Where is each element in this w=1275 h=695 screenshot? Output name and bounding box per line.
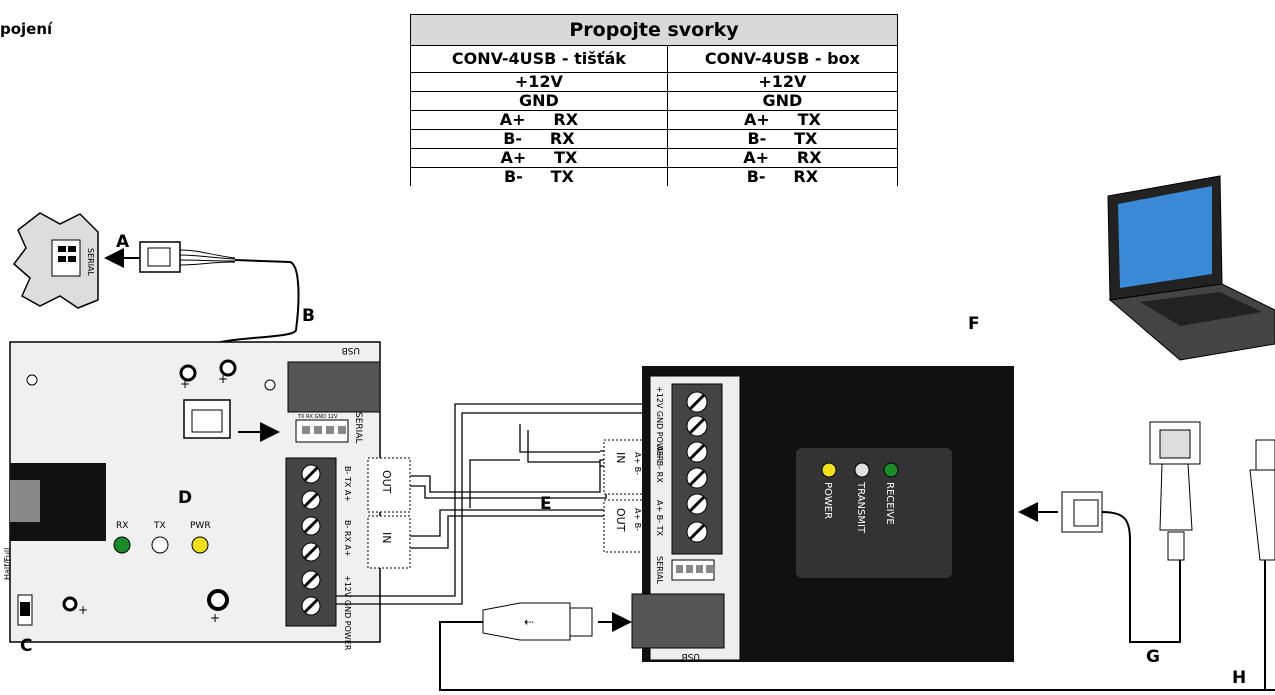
label-d: D bbox=[178, 488, 193, 508]
board-term-tx: B- TX A+ bbox=[343, 466, 352, 502]
board-pin-row: TX RX GND 12V bbox=[297, 414, 338, 420]
board-in-label: IN bbox=[380, 532, 393, 543]
serial-plug-icon bbox=[139, 241, 236, 273]
board-usb-label: USB bbox=[342, 345, 360, 355]
led-tx-label: TX bbox=[153, 521, 166, 531]
table-cell: A+ TX bbox=[410, 148, 668, 168]
label-h: H bbox=[1232, 668, 1247, 688]
label-c: C bbox=[20, 636, 33, 656]
board-rs485-blocks: OUT IN bbox=[367, 457, 411, 569]
section-heading: pojení bbox=[0, 20, 53, 38]
table-cell: A+ TX bbox=[666, 110, 899, 130]
laptop-icon bbox=[1107, 175, 1275, 361]
box-led-power-icon bbox=[821, 462, 837, 478]
box-led-receive-icon bbox=[883, 462, 899, 478]
svg-text:+: + bbox=[180, 377, 190, 391]
box-led-transmit-icon bbox=[854, 462, 870, 478]
usb-plug-h-icon bbox=[1249, 439, 1275, 690]
terminal-table: Propojte svorky CONV-4USB - tišťák CONV-… bbox=[410, 14, 899, 186]
mid-in-ab: A+ B- bbox=[633, 452, 642, 475]
led-tx-icon bbox=[151, 536, 169, 554]
box-receive-label: RECEIVE bbox=[884, 482, 895, 525]
jumper-label: Half/Full bbox=[3, 548, 12, 580]
svg-text:+: + bbox=[218, 372, 228, 386]
table-cell: B- TX bbox=[410, 167, 668, 186]
board-out-label: OUT bbox=[380, 470, 393, 494]
led-pwr-icon bbox=[191, 536, 209, 554]
box-term-power: +12V GND POWER bbox=[655, 386, 664, 462]
rs485-wires bbox=[336, 403, 678, 605]
board-term-rx: B- RX A+ bbox=[343, 520, 352, 557]
mid-in-label: IN bbox=[614, 452, 627, 463]
label-a: A bbox=[116, 232, 130, 252]
label-b: B bbox=[302, 306, 315, 326]
board-term-power: +12V GND POWER bbox=[343, 575, 352, 651]
converter-board: + + + + USB Half/Full SERIAL TX RX GND 1… bbox=[3, 341, 381, 651]
svg-text:+: + bbox=[78, 603, 88, 617]
usb-cable: ⇠ bbox=[439, 602, 1275, 691]
box-term-tx: A+ B- TX bbox=[655, 500, 664, 537]
box-serial-label: SERIAL bbox=[655, 556, 664, 585]
label-g: G bbox=[1146, 647, 1160, 667]
device-connector-icon: SERIAL bbox=[12, 212, 99, 309]
box-usb-label: USB bbox=[682, 651, 700, 661]
table-row: +12V+12V bbox=[410, 72, 899, 92]
box-power-label: POWER bbox=[822, 482, 833, 519]
table-cell: A+ RX bbox=[666, 148, 899, 168]
label-e: E bbox=[540, 494, 552, 514]
device-serial-label: SERIAL bbox=[86, 248, 95, 277]
box-term-rx: A+ B- RX bbox=[655, 446, 664, 483]
mid-out-label: OUT bbox=[614, 508, 627, 532]
usb-symbol-icon: ⇠ bbox=[524, 615, 534, 629]
label-f: F bbox=[968, 314, 980, 334]
svg-text:+: + bbox=[210, 611, 220, 625]
led-pwr-label: PWR bbox=[190, 521, 211, 531]
converter-box: +12V GND POWER A+ B- RX A+ B- TX SERIAL … bbox=[631, 366, 1014, 662]
table-cell: +12V bbox=[410, 72, 668, 92]
board-serial-label: SERIAL bbox=[353, 412, 363, 443]
mid-out-ab: A+ B- bbox=[633, 508, 642, 531]
table-cell: B- RX bbox=[666, 167, 899, 186]
led-rx-icon bbox=[113, 536, 131, 554]
table-cell: B- RX bbox=[410, 129, 668, 149]
box-transmit-label: TRANSMIT bbox=[855, 481, 866, 534]
led-rx-label: RX bbox=[116, 521, 128, 531]
serial-cable bbox=[1018, 421, 1201, 643]
